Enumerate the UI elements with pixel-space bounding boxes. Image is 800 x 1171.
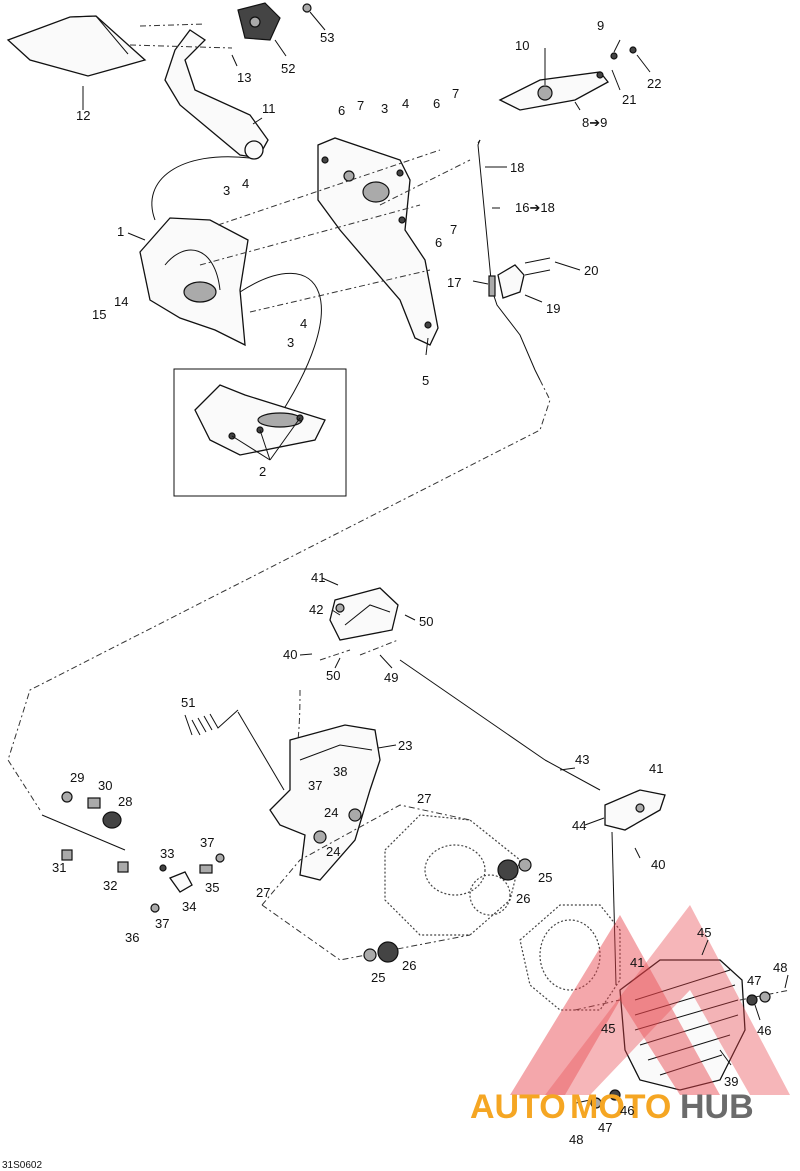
callout-41b: 41 bbox=[649, 761, 663, 776]
callout-28: 28 bbox=[118, 794, 132, 809]
callout-36: 36 bbox=[125, 930, 139, 945]
callout-12: 12 bbox=[76, 108, 90, 123]
callout-29: 29 bbox=[70, 770, 84, 785]
callout-6a: 6 bbox=[338, 103, 345, 118]
callout-43: 43 bbox=[575, 752, 589, 767]
callout-47b: 47 bbox=[598, 1120, 612, 1135]
callout-9: 9 bbox=[597, 18, 604, 33]
callout-1: 1 bbox=[117, 224, 124, 239]
watermark-text-auto: AUTO bbox=[470, 1088, 566, 1126]
callout-37c: 37 bbox=[155, 916, 169, 931]
callout-46a: 46 bbox=[757, 1023, 771, 1038]
part-42-bracket bbox=[329, 587, 399, 641]
part-11-lever bbox=[164, 29, 269, 159]
part-34-clevis bbox=[168, 871, 193, 893]
callout-45b: 45 bbox=[601, 1021, 615, 1036]
callout-24a: 24 bbox=[324, 805, 338, 820]
callout-26a: 26 bbox=[516, 891, 530, 906]
part-8-rodend bbox=[498, 71, 609, 111]
callout-7b: 7 bbox=[452, 86, 459, 101]
callout-4b: 4 bbox=[402, 96, 409, 111]
callout-19: 19 bbox=[546, 301, 560, 316]
callout-40b: 40 bbox=[651, 857, 665, 872]
callout-40a: 40 bbox=[283, 647, 297, 662]
part-12-panel bbox=[6, 15, 147, 77]
callout-42: 42 bbox=[309, 602, 323, 617]
callout-27b: 27 bbox=[256, 885, 270, 900]
callout-14: 14 bbox=[114, 294, 128, 309]
callout-25b: 25 bbox=[371, 970, 385, 985]
callout-10: 10 bbox=[515, 38, 529, 53]
callout-49: 49 bbox=[384, 670, 398, 685]
callout-34: 34 bbox=[182, 899, 196, 914]
callout-44: 44 bbox=[572, 818, 586, 833]
callout-52: 52 bbox=[281, 61, 295, 76]
part-23-frame bbox=[269, 724, 381, 881]
callout-25a: 25 bbox=[538, 870, 552, 885]
callout-16: 16➔18 bbox=[515, 200, 555, 215]
callout-18: 18 bbox=[510, 160, 524, 175]
callout-51: 51 bbox=[181, 695, 195, 710]
callout-3b: 3 bbox=[381, 101, 388, 116]
callout-41a: 41 bbox=[311, 570, 325, 585]
part-31-cable-end bbox=[41, 814, 126, 851]
callout-20: 20 bbox=[584, 263, 598, 278]
callout-23: 23 bbox=[398, 738, 412, 753]
callout-6c: 6 bbox=[435, 235, 442, 250]
callout-17: 17 bbox=[447, 275, 461, 290]
callout-3c: 3 bbox=[287, 335, 294, 350]
callout-4c: 4 bbox=[300, 316, 307, 331]
callout-3a: 3 bbox=[223, 183, 230, 198]
part-5-plate bbox=[317, 137, 439, 346]
callout-45a: 45 bbox=[697, 925, 711, 940]
callout-37b: 37 bbox=[200, 835, 214, 850]
callout-50a: 50 bbox=[419, 614, 433, 629]
part-19-bracket bbox=[497, 264, 525, 299]
watermark-text-hub: HUB bbox=[680, 1088, 754, 1126]
callout-4a: 4 bbox=[242, 176, 249, 191]
callout-48a: 48 bbox=[773, 960, 787, 975]
callout-27a: 27 bbox=[417, 791, 431, 806]
callout-38: 38 bbox=[333, 764, 347, 779]
callout-50b: 50 bbox=[326, 668, 340, 683]
callout-8: 8➔9 bbox=[582, 115, 607, 130]
callout-33: 33 bbox=[160, 846, 174, 861]
callout-15: 15 bbox=[92, 307, 106, 322]
callout-31: 31 bbox=[52, 860, 66, 875]
part-51-spring bbox=[184, 709, 239, 736]
callout-53: 53 bbox=[320, 30, 334, 45]
callout-47a: 47 bbox=[747, 973, 761, 988]
callout-6b: 6 bbox=[433, 96, 440, 111]
callout-24b: 24 bbox=[326, 844, 340, 859]
watermark-text-moto: MOTO bbox=[570, 1088, 671, 1126]
callout-35: 35 bbox=[205, 880, 219, 895]
callout-22: 22 bbox=[647, 76, 661, 91]
part-18-rod bbox=[477, 139, 541, 381]
callout-11: 11 bbox=[262, 101, 276, 116]
callout-32: 32 bbox=[103, 878, 117, 893]
inset-box bbox=[173, 368, 347, 497]
callout-37a: 37 bbox=[308, 778, 322, 793]
callout-2: 2 bbox=[259, 464, 266, 479]
callout-30: 30 bbox=[98, 778, 112, 793]
transmission-housing bbox=[384, 814, 521, 936]
watermark-logo bbox=[510, 905, 790, 1095]
callout-41c: 41 bbox=[630, 955, 644, 970]
callout-26b: 26 bbox=[402, 958, 416, 973]
callout-46b: 46 bbox=[620, 1103, 634, 1118]
callout-21: 21 bbox=[622, 92, 636, 107]
callout-48b: 48 bbox=[569, 1132, 583, 1147]
callout-5: 5 bbox=[422, 373, 429, 388]
callout-13: 13 bbox=[237, 70, 251, 85]
figure-code: 31S0602 bbox=[2, 1160, 42, 1171]
callout-39: 39 bbox=[724, 1074, 738, 1089]
part-44-bracket bbox=[604, 789, 666, 831]
callout-7a: 7 bbox=[357, 98, 364, 113]
callout-7c: 7 bbox=[450, 222, 457, 237]
part-43-link bbox=[544, 759, 601, 791]
part-1-guard bbox=[139, 217, 249, 347]
